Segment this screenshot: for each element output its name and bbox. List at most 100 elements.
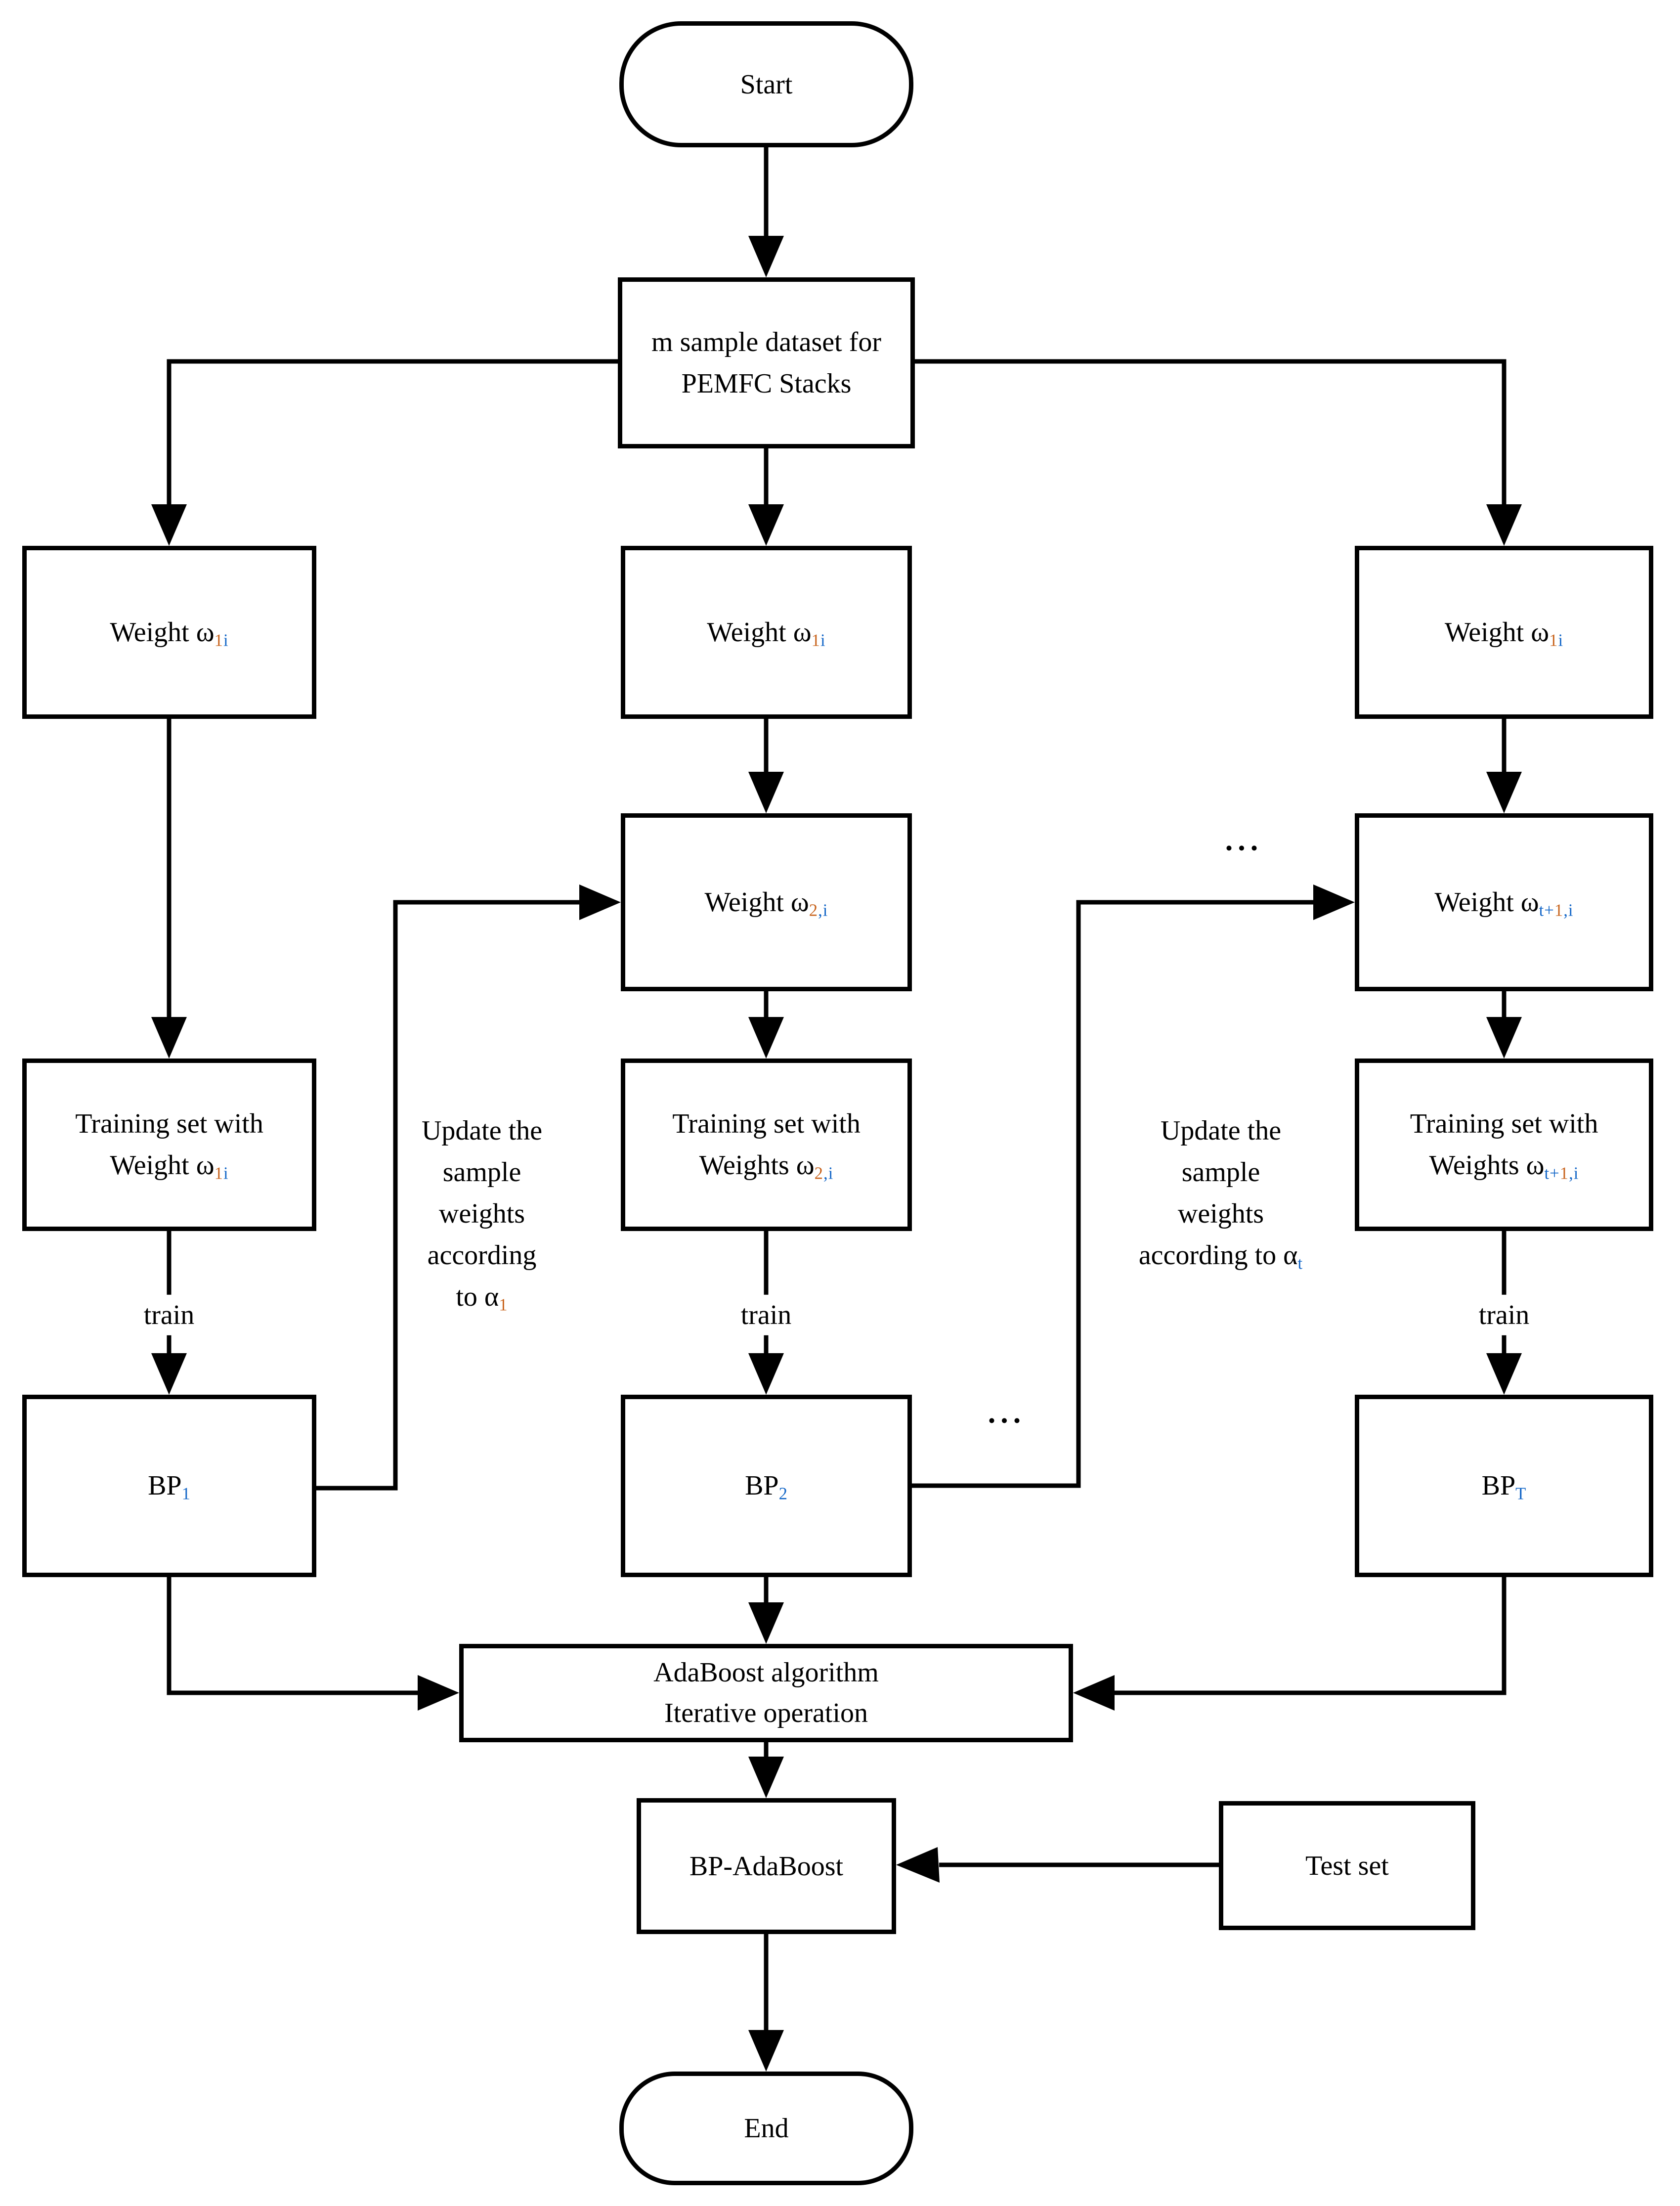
weight-right2-label: Weight ωt+1,i: [1434, 882, 1573, 924]
training-left-label: Training set with Weight ω1i: [75, 1103, 263, 1187]
node-bpt: BPT: [1355, 1395, 1653, 1577]
node-training-mid: Training set with Weights ω2,i: [621, 1059, 912, 1231]
update1-line2: sample: [442, 1157, 521, 1188]
weight-right1-sub: 1i: [1549, 630, 1564, 650]
node-test-set: Test set: [1219, 1801, 1475, 1930]
update1-alpha-sub: 1: [499, 1295, 508, 1315]
node-weight-right2: Weight ωt+1,i: [1355, 813, 1653, 991]
node-dataset: m sample dataset for PEMFC Stacks: [618, 277, 915, 448]
arrowhead-training-right: [1486, 1017, 1522, 1059]
train-label-right: train: [1471, 1294, 1537, 1336]
arrowhead-loop2: [1313, 884, 1355, 920]
arrowhead-weight-right2: [1486, 772, 1522, 813]
node-weight-mid1: Weight ω1i: [621, 546, 912, 719]
bp1-label: BP1: [148, 1465, 191, 1507]
edge-dataset-to-weight-right: [915, 359, 1507, 506]
node-training-left: Training set with Weight ω1i: [22, 1059, 316, 1231]
weight-left1-label: Weight ω1i: [110, 612, 228, 654]
node-training-right: Training set with Weights ωt+1,i: [1355, 1059, 1653, 1231]
update2-alpha-sub: t: [1297, 1253, 1303, 1273]
arrowhead-bpadaboost-top: [748, 1757, 784, 1798]
node-bp2: BP2: [621, 1395, 912, 1577]
arrowhead-training-mid: [748, 1017, 784, 1059]
training-mid-line1: Training set with: [672, 1108, 861, 1140]
update1-line4: according: [427, 1240, 537, 1271]
arrowhead-loop1: [579, 884, 621, 920]
weight-mid2-main: Weight ω: [704, 886, 809, 918]
node-bp1: BP1: [22, 1395, 316, 1577]
dataset-label: m sample dataset for PEMFC Stacks: [651, 321, 881, 404]
bp-adaboost-label: BP-AdaBoost: [689, 1851, 844, 1882]
arrowhead-weight-mid: [748, 504, 784, 546]
update-weights-label-2: Update the sample weights according to α…: [1043, 1110, 1399, 1277]
weight-right2-sub: t+1,i: [1539, 900, 1574, 920]
training-mid-sub: 2,i: [814, 1163, 834, 1183]
end-label: End: [744, 2113, 789, 2144]
update2-alpha-main: according to α: [1138, 1240, 1298, 1271]
bp2-sub: 2: [778, 1484, 788, 1503]
edge-bpt-to-adaboost: [1113, 1577, 1507, 1695]
training-right-main: Weights ω: [1429, 1150, 1545, 1181]
weight-right2-main: Weight ω: [1434, 886, 1539, 918]
arrowhead-dataset: [748, 236, 784, 277]
training-mid-label: Training set with Weights ω2,i: [672, 1103, 861, 1187]
arrowhead-adaboost-top: [748, 1602, 784, 1644]
bp2-main: BP: [745, 1470, 779, 1501]
dataset-line1: m sample dataset for: [651, 327, 881, 357]
weight-mid2-sub: 2,i: [809, 900, 828, 920]
update2-line4: according to αt: [1043, 1235, 1399, 1277]
node-start: Start: [619, 21, 913, 147]
training-left-sub: 1i: [214, 1163, 229, 1183]
arrowhead-bpt: [1486, 1353, 1522, 1395]
weight-mid2-label: Weight ω2,i: [705, 882, 828, 924]
ellipsis-top: ...: [1225, 823, 1263, 857]
arrowhead-weight-left: [151, 504, 187, 546]
bpt-label: BPT: [1482, 1465, 1527, 1507]
ellipsis-bottom: ...: [988, 1396, 1026, 1430]
update1-alpha-main: to α: [456, 1281, 499, 1312]
adaboost-line2: Iterative operation: [664, 1697, 868, 1728]
update2-line3: weights: [1177, 1198, 1264, 1229]
node-weight-right1: Weight ω1i: [1355, 546, 1653, 719]
node-adaboost: AdaBoost algorithm Iterative operation: [459, 1644, 1073, 1742]
arrowhead-bp1: [151, 1353, 187, 1395]
update1-line5: to α1: [378, 1276, 586, 1318]
bp2-label: BP2: [745, 1465, 788, 1507]
adaboost-line1: AdaBoost algorithm: [653, 1657, 879, 1688]
node-end: End: [619, 2072, 913, 2185]
edge-bp1-to-adaboost: [167, 1577, 419, 1695]
bpt-sub: T: [1515, 1484, 1527, 1503]
test-set-label: Test set: [1305, 1850, 1389, 1881]
node-weight-left1: Weight ω1i: [22, 546, 316, 719]
weight-mid1-label: Weight ω1i: [707, 612, 825, 654]
weight-left1-main: Weight ω: [110, 617, 215, 648]
edge-bp2-to-weightright2-loop: [912, 900, 1315, 1488]
update2-line2: sample: [1181, 1157, 1260, 1188]
weight-mid1-sub: 1i: [811, 630, 826, 650]
arrowhead-adaboost-left: [418, 1675, 459, 1711]
weight-right1-label: Weight ω1i: [1445, 612, 1563, 654]
arrowhead-bpadaboost-right: [896, 1847, 940, 1883]
training-left-main: Weight ω: [110, 1150, 215, 1181]
training-left-line1: Training set with: [75, 1108, 263, 1140]
update1-line1: Update the: [421, 1115, 543, 1146]
update1-line3: weights: [438, 1198, 525, 1229]
edge-bp1-to-weightmid2-loop: [316, 900, 581, 1491]
training-right-line1: Training set with: [1410, 1108, 1598, 1140]
arrowhead-training-left: [151, 1017, 187, 1059]
bp1-sub: 1: [181, 1484, 191, 1503]
bpt-main: BP: [1481, 1470, 1516, 1501]
start-label: Start: [740, 69, 793, 100]
training-mid-main: Weights ω: [699, 1150, 815, 1181]
dataset-line2: PEMFC Stacks: [681, 368, 852, 399]
train-label-left: train: [136, 1294, 202, 1336]
arrowhead-weight-mid2: [748, 772, 784, 813]
arrowhead-adaboost-right: [1073, 1675, 1115, 1711]
training-right-sub: t+1,i: [1544, 1163, 1579, 1183]
edge-lines: [167, 147, 1507, 2031]
arrowhead-bp2: [748, 1353, 784, 1395]
bp1-main: BP: [148, 1470, 182, 1501]
update-weights-label-1: Update the sample weights according to α…: [378, 1110, 586, 1318]
